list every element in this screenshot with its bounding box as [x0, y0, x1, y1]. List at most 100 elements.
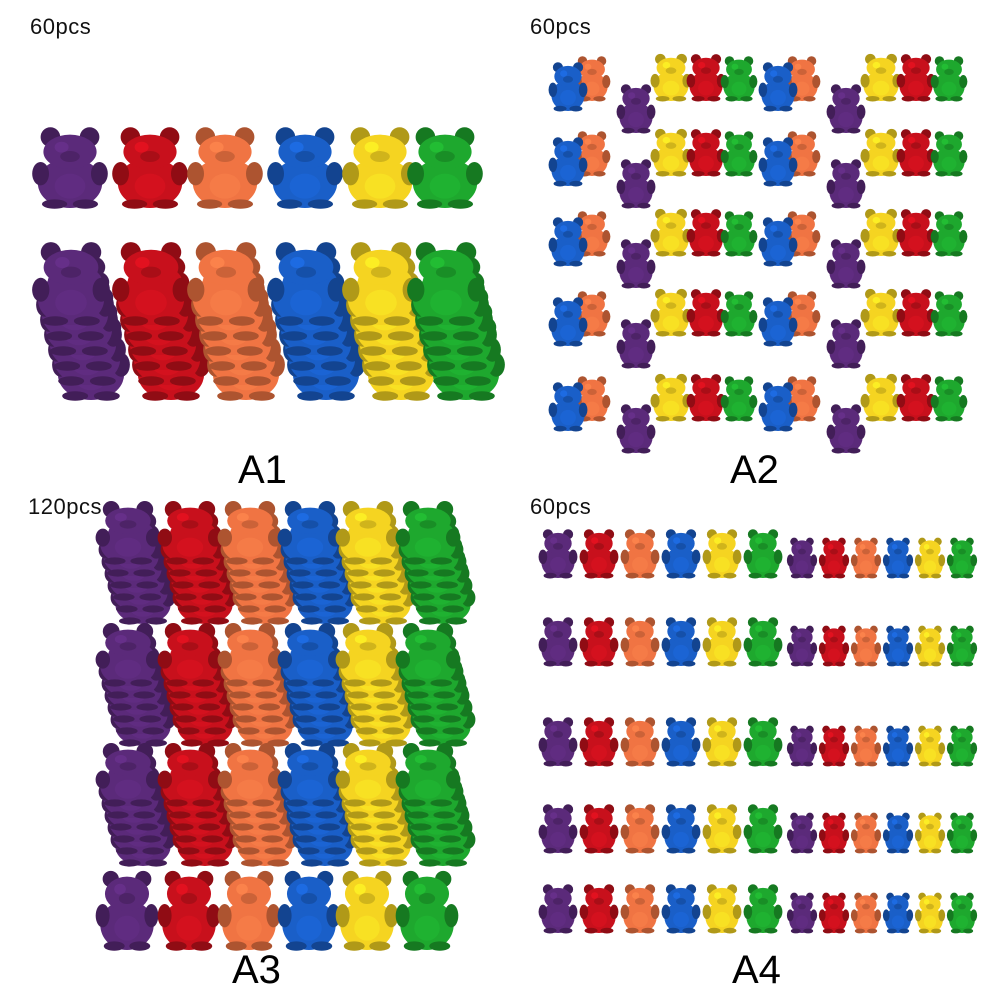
counting-bear	[548, 382, 588, 432]
counting-bear	[720, 131, 758, 177]
counting-bear	[579, 617, 619, 667]
counting-bear	[720, 56, 758, 102]
counting-bear	[548, 62, 588, 112]
counting-bear	[95, 870, 159, 951]
counting-bear	[579, 884, 619, 934]
counting-bear	[758, 217, 798, 267]
counting-bear	[946, 537, 978, 579]
counting-bear	[650, 373, 692, 422]
counting-bear	[882, 625, 914, 667]
counting-bear	[860, 53, 902, 102]
counting-bear	[896, 129, 936, 177]
counting-bear	[661, 804, 701, 854]
counting-bear	[930, 131, 968, 177]
counting-bear	[720, 291, 758, 337]
counting-bear	[335, 623, 401, 687]
counting-bear	[914, 892, 946, 934]
counting-bear	[860, 208, 902, 257]
counting-bear	[616, 404, 656, 454]
counting-bear	[826, 239, 866, 289]
counting-bear	[187, 242, 265, 326]
counting-bear	[157, 501, 223, 565]
counting-bear	[743, 884, 783, 934]
counting-bear	[650, 288, 692, 337]
counting-bear	[187, 127, 263, 209]
counting-bear	[32, 127, 108, 209]
counting-bear	[686, 289, 726, 337]
counting-bear	[743, 529, 783, 579]
counting-bear	[548, 137, 588, 187]
counting-bear	[620, 884, 660, 934]
counting-bear	[720, 211, 758, 257]
counting-bear	[620, 529, 660, 579]
counting-bear	[914, 812, 946, 854]
counting-bear	[335, 743, 401, 807]
counting-bear	[850, 625, 882, 667]
counting-bear	[826, 159, 866, 209]
counting-bear	[157, 623, 223, 687]
counting-bear	[217, 743, 283, 807]
counting-bear	[616, 84, 656, 134]
counting-bear	[818, 725, 850, 767]
counting-bear	[538, 617, 578, 667]
label-a3: A3	[232, 948, 281, 992]
counting-bear	[32, 242, 110, 326]
counting-bear	[850, 725, 882, 767]
counting-bear	[342, 242, 420, 326]
counting-bear	[335, 501, 401, 565]
label-a1: A1	[238, 448, 287, 492]
counting-bear	[112, 242, 190, 326]
counting-bear	[548, 217, 588, 267]
counting-bear	[930, 291, 968, 337]
counting-bear	[661, 617, 701, 667]
counting-bear	[758, 137, 798, 187]
counting-bear	[157, 743, 223, 807]
counting-bear	[914, 625, 946, 667]
bear-photo-a3	[95, 501, 476, 951]
counting-bear	[882, 537, 914, 579]
counting-bear	[395, 870, 459, 951]
counting-bear	[946, 625, 978, 667]
counting-bear	[538, 717, 578, 767]
counting-bear	[882, 892, 914, 934]
counting-bear	[686, 129, 726, 177]
count-a1: 60pcs	[30, 14, 92, 39]
counting-bear	[616, 159, 656, 209]
counting-bear	[826, 319, 866, 369]
counting-bear	[896, 54, 936, 102]
counting-bear	[826, 404, 866, 454]
bear-photo-a1	[32, 127, 505, 401]
counting-bear	[395, 501, 461, 565]
counting-bear	[946, 812, 978, 854]
counting-bear	[112, 127, 188, 209]
counting-bear	[702, 617, 742, 667]
counting-bear	[620, 804, 660, 854]
counting-bear	[277, 501, 343, 565]
counting-bear	[702, 717, 742, 767]
counting-bear	[818, 892, 850, 934]
counting-bear	[573, 211, 611, 257]
count-a4: 60pcs	[530, 494, 592, 519]
counting-bear	[896, 289, 936, 337]
counting-bear	[786, 725, 818, 767]
counting-bear	[930, 56, 968, 102]
counting-bear	[860, 128, 902, 177]
counting-bear	[620, 717, 660, 767]
counting-bear	[661, 529, 701, 579]
counting-bear	[395, 743, 461, 807]
counting-bear	[758, 62, 798, 112]
panel-a4: 60pcs A4	[500, 494, 1000, 1000]
counting-bear	[620, 617, 660, 667]
counting-bear	[217, 870, 281, 951]
counting-bear	[579, 804, 619, 854]
counting-bear	[277, 743, 343, 807]
counting-bear	[758, 382, 798, 432]
count-a2: 60pcs	[530, 14, 592, 39]
counting-bear	[786, 537, 818, 579]
counting-bear	[217, 623, 283, 687]
counting-bear	[850, 537, 882, 579]
counting-bear	[335, 870, 399, 951]
counting-bear	[860, 373, 902, 422]
counting-bear	[882, 812, 914, 854]
counting-bear	[650, 128, 692, 177]
